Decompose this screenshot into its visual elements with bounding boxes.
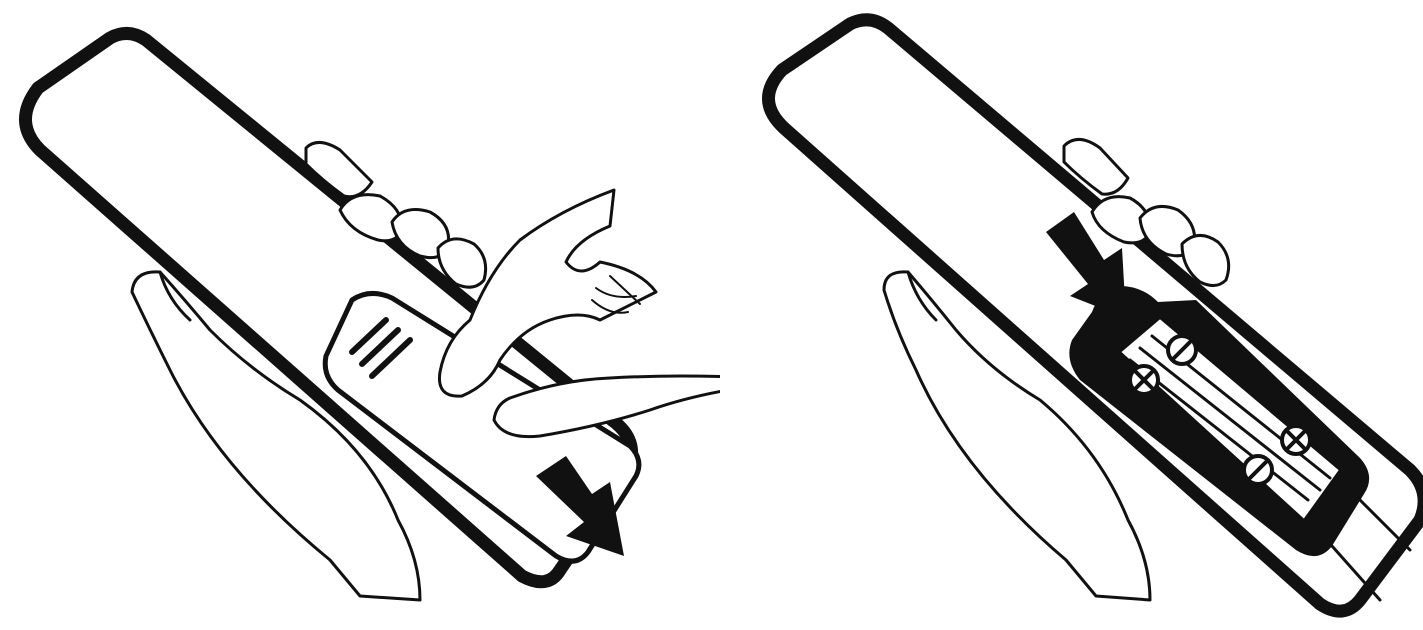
polarity-mark-minus-2 (1244, 456, 1272, 484)
polarity-mark-plus-1 (1130, 366, 1158, 394)
step-2-drawing (720, 0, 1423, 630)
step-2-illustration (720, 0, 1423, 630)
polarity-mark-plus-2 (1282, 426, 1310, 454)
polarity-mark-minus-1 (1168, 336, 1196, 364)
step-1-drawing (0, 0, 720, 630)
step-1-illustration (0, 0, 720, 630)
